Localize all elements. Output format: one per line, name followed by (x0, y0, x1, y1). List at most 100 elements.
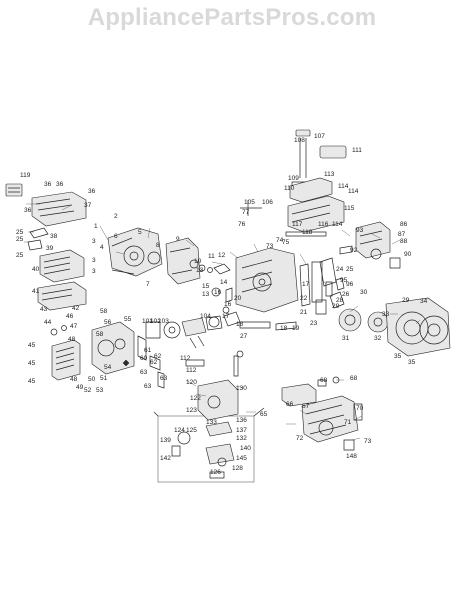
part-label: 103 (158, 318, 169, 325)
part-label: 128 (232, 465, 243, 472)
part-label: 45 (28, 360, 36, 367)
part-label: 118 (302, 229, 313, 236)
part-label: 25 (16, 236, 24, 243)
part-label: 1 (94, 223, 98, 230)
part-label: 90 (404, 251, 412, 258)
part-label: 52 (84, 387, 92, 394)
part-label: 66 (286, 401, 294, 408)
part-label: 44 (44, 319, 52, 326)
part-label: 18 (236, 321, 244, 328)
part-label: 41 (32, 288, 40, 295)
part-label: 119 (20, 172, 31, 179)
part-label: 93 (356, 227, 364, 234)
part-label: 60 (140, 355, 148, 362)
part-label: 132 (236, 435, 247, 442)
part-label: 30 (360, 289, 368, 296)
part-label: 58 (96, 331, 104, 338)
part-label: 145 (236, 455, 247, 462)
part-label: 51 (100, 375, 108, 382)
part-label: 25 (16, 252, 24, 259)
muffler-group (281, 376, 363, 451)
part-label: 108 (294, 137, 305, 144)
part-label: 13 (202, 291, 210, 298)
part-label: 3 (92, 238, 96, 245)
part-label: 16 (224, 301, 232, 308)
part-label: 43 (40, 306, 48, 313)
valve-cover-group (51, 321, 165, 389)
part-label: 2 (114, 213, 118, 220)
part-label: 28 (336, 297, 344, 304)
part-label: 68 (320, 377, 328, 384)
part-label: 63 (160, 375, 168, 382)
part-label: 114 (338, 183, 349, 190)
part-label: 120 (186, 379, 197, 386)
part-label: 45 (28, 378, 36, 385)
part-label: 15 (202, 283, 210, 290)
part-label: 48 (68, 336, 76, 343)
part-label: 20 (234, 295, 242, 302)
part-label: 25 (16, 229, 24, 236)
part-label: 9 (176, 236, 180, 243)
part-label: 4 (100, 244, 104, 251)
part-label: 73 (266, 243, 274, 250)
part-label: 34 (420, 298, 428, 305)
part-label: 6 (114, 233, 118, 240)
part-label: 50 (88, 376, 96, 383)
part-label: 123 (186, 407, 197, 414)
fuel-tank-group (240, 129, 347, 237)
part-label: 95 (340, 277, 348, 284)
site-watermark-title: AppliancePartsPros.com (87, 4, 377, 31)
part-label: 133 (206, 419, 217, 426)
part-label: 72 (296, 435, 304, 442)
part-label: 36 (24, 207, 32, 214)
leader-lines (24, 203, 421, 441)
part-label: 45 (28, 342, 36, 349)
part-label: 3 (92, 268, 96, 275)
part-label: 56 (104, 319, 112, 326)
part-label: 47 (70, 323, 78, 330)
part-label: 48 (70, 376, 78, 383)
part-label: 36 (44, 181, 52, 188)
part-label: 71 (344, 419, 352, 426)
part-label: 19 (292, 325, 300, 332)
part-label: 92 (350, 247, 358, 254)
part-label: 42 (72, 305, 80, 312)
part-label: 74 (276, 237, 284, 244)
part-label: 29 (402, 297, 410, 304)
part-label: 77 (242, 209, 250, 216)
part-label: 8 (156, 242, 160, 249)
part-label: 37 (84, 202, 92, 209)
part-label: 38 (50, 233, 58, 240)
part-label: 10 (194, 258, 202, 265)
part-label: 112 (180, 355, 191, 362)
part-label: 11 (208, 253, 215, 260)
part-label: 112 (186, 367, 197, 374)
part-label: 40 (32, 266, 40, 273)
part-label: 142 (160, 455, 171, 462)
part-label: 126 (210, 469, 221, 476)
part-label: 17 (302, 281, 310, 288)
part-label: 49 (76, 384, 84, 391)
crankcase-group (107, 227, 231, 285)
part-number-labels: 119 36 36 36 37 36 25 38 25 39 25 40 41 … (16, 133, 428, 476)
part-label: 32 (374, 335, 382, 342)
part-label: 55 (124, 316, 132, 323)
part-label: 76 (238, 221, 246, 228)
part-label: 117 (292, 221, 303, 228)
part-label: 29 (332, 303, 340, 310)
part-label: 67 (302, 403, 310, 410)
part-label: 24 (336, 266, 344, 273)
cylinder-head-cover-group (5, 183, 87, 336)
part-label: 39 (46, 245, 54, 252)
part-label: 25 (346, 266, 354, 273)
carburetor-group (153, 350, 265, 483)
part-label: 53 (96, 387, 104, 394)
part-label: 115 (344, 205, 355, 212)
part-label: 26 (342, 291, 350, 298)
piston-crankshaft-group (163, 311, 241, 349)
part-label: 73 (364, 438, 372, 445)
part-label: 136 (236, 417, 247, 424)
part-label: 61 (144, 347, 152, 354)
part-label: 27 (240, 333, 248, 340)
